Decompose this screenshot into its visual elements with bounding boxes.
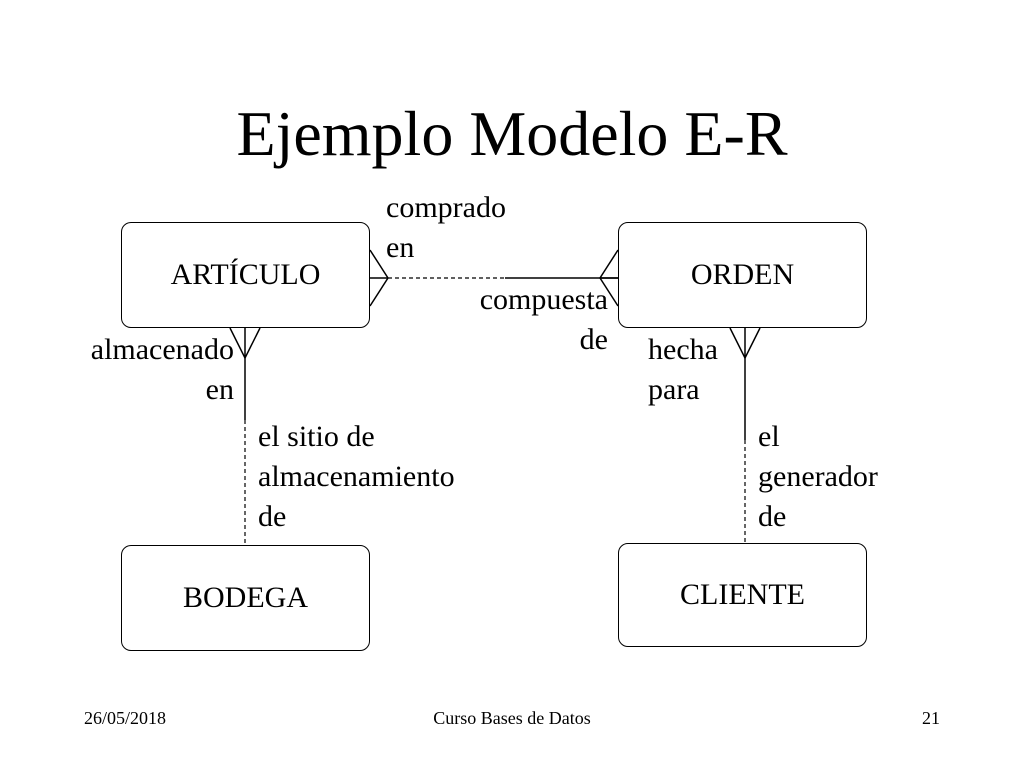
entity-orden: ORDEN (618, 222, 867, 328)
label-comprado-en-line2: en (386, 231, 415, 264)
label-generador-line3: de (758, 500, 787, 533)
entity-cliente: CLIENTE (618, 543, 867, 647)
label-hecha-para-line1: hecha (648, 333, 718, 366)
crows-foot-orden-bottom (729, 327, 761, 359)
label-hecha-para: hecha para (648, 330, 718, 410)
label-sitio-line2: almacenamiento (258, 460, 455, 493)
crows-foot-articulo (369, 249, 389, 307)
footer-page-number: 21 (922, 708, 940, 728)
label-generador: el generador de (758, 417, 878, 537)
entity-bodega-label: BODEGA (183, 581, 308, 614)
crows-foot-articulo-bottom (229, 327, 261, 359)
label-sitio-almacenamiento: el sitio de almacenamiento de (258, 417, 455, 537)
label-compuesta-de-line2: de (579, 323, 608, 356)
label-compuesta-de-line1: compuesta (479, 283, 608, 316)
label-compuesta-de: compuesta de (440, 280, 608, 360)
footer-course: Curso Bases de Datos (433, 708, 591, 728)
label-almacenado-en-line1: almacenado (90, 333, 234, 366)
entity-articulo-label: ARTÍCULO (170, 258, 321, 291)
label-sitio-line3: de (258, 500, 287, 533)
label-almacenado-en-line2: en (205, 373, 234, 406)
label-sitio-line1: el sitio de (258, 420, 375, 453)
entity-cliente-label: CLIENTE (680, 578, 805, 611)
label-generador-line1: el (758, 420, 780, 453)
label-generador-line2: generador (758, 460, 878, 493)
label-almacenado-en: almacenado en (40, 330, 234, 410)
footer-date: 26/05/2018 (84, 708, 167, 728)
entity-bodega: BODEGA (121, 545, 370, 651)
label-hecha-para-line2: para (648, 373, 700, 406)
entity-orden-label: ORDEN (690, 258, 795, 291)
crows-foot-orden (599, 249, 619, 307)
label-comprado-en-line1: comprado (386, 191, 506, 224)
label-comprado-en: comprado en (386, 188, 506, 268)
entity-articulo: ARTÍCULO (121, 222, 370, 328)
slide-title: Ejemplo Modelo E-R (236, 98, 788, 169)
